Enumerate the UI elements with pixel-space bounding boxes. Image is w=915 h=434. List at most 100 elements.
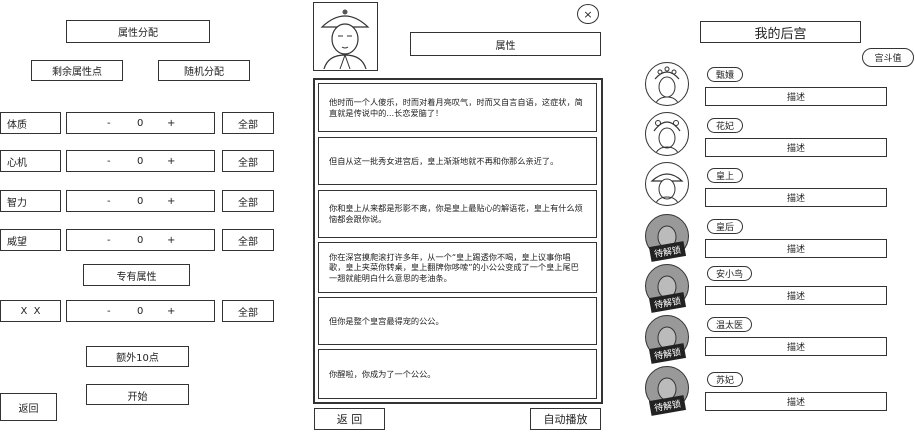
back-text: 返 回 [336, 413, 363, 426]
story-entry: 你醒啦，你成为了一个公公。 [318, 349, 597, 399]
character-avatar [645, 62, 689, 106]
decrement-button[interactable]: - [107, 195, 111, 207]
stat-name: 心机 [0, 150, 61, 172]
max-button[interactable]: 全部 [222, 229, 274, 251]
stat-name: 体质 [0, 112, 61, 134]
decrement-button[interactable]: - [107, 234, 111, 246]
special-attribute-title-text: 专有属性 [116, 271, 157, 283]
story-entry: 他时而一个人傻乐，时而对着月亮叹气，时而又自言自语，这症状，简直就是传说中的..… [318, 83, 597, 132]
back-button[interactable]: 返 回 [314, 408, 385, 430]
max-button[interactable]: 全部 [222, 190, 274, 212]
character-name: 安小鸟 [707, 266, 753, 281]
story-text: 他时而一个人傻乐，时而对着月亮叹气，时而又自言自语，这症状，简直就是传说中的..… [329, 96, 583, 118]
stat-stepper: - 0 + [66, 300, 215, 322]
decrement-button[interactable]: - [107, 117, 111, 129]
attributes-button[interactable]: 属性 [410, 32, 601, 56]
harem-title: 我的后宫 [700, 21, 861, 43]
story-text: 但自从这一批秀女进宫后，皇上渐渐地就不再和你那么亲近了。 [329, 155, 559, 166]
attributes-text: 属性 [495, 40, 516, 52]
harem-title-text: 我的后宫 [754, 26, 807, 42]
stat-stepper: - 0 + [66, 150, 215, 172]
story-text: 你和皇上从来都是形影不离，你是皇上最贴心的解语花，皇上有什么烦恼都会跟你说。 [329, 203, 583, 224]
story-entry: 你在深宫摸爬滚打许多年，从一个“皇上踢透你不喝，皇上议事你唱歌，皇上夹菜你转桌，… [318, 242, 597, 293]
max-button[interactable]: 全部 [222, 150, 274, 172]
story-entry: 但你是整个皇宫最得宠的公公。 [318, 297, 597, 345]
stat-value: 0 [137, 117, 144, 129]
random-assign-button[interactable]: 随机分配 [158, 60, 250, 81]
stat-stepper: - 0 + [66, 229, 215, 251]
stat-value: 0 [137, 305, 144, 317]
stat-name-text: 心机 [7, 157, 27, 169]
character-name: 花妃 [707, 118, 744, 133]
story-text: 但你是整个皇宫最得宠的公公。 [329, 315, 444, 326]
increment-button[interactable]: + [167, 155, 176, 167]
extra-points-text: 额外10点 [116, 353, 159, 364]
max-button[interactable]: 全部 [222, 112, 274, 134]
stat-value: 0 [137, 155, 144, 167]
consort-portrait-icon [653, 120, 681, 155]
extra-points-button[interactable]: 额外10点 [86, 346, 189, 367]
close-icon[interactable]: × [577, 4, 599, 24]
special-attribute-title: 专有属性 [83, 264, 190, 286]
story-entry: 但自从这一批秀女进宫后，皇上渐渐地就不再和你那么亲近了。 [318, 137, 597, 185]
stat-value: 0 [137, 195, 144, 207]
remaining-points-label: 剩余属性点 [31, 60, 123, 81]
character-name: 皇上 [707, 168, 744, 183]
character-description: 描述 [705, 87, 887, 106]
character-avatar [645, 112, 689, 156]
max-button-text: 全部 [238, 157, 258, 169]
character-name: 甄嬛 [707, 67, 744, 82]
character-description: 描述 [705, 138, 887, 157]
character-description: 描述 [705, 337, 887, 356]
player-portrait [313, 2, 378, 71]
story-log-frame [313, 78, 603, 404]
stat-stepper: - 0 + [66, 112, 215, 134]
max-button[interactable]: 全部 [222, 300, 274, 322]
max-button-text: 全部 [238, 236, 258, 248]
palace-value-badge[interactable]: 宫斗值 [862, 48, 914, 67]
stat-stepper: - 0 + [66, 190, 215, 212]
max-button-text: 全部 [238, 307, 258, 319]
stat-name-text: 威望 [7, 236, 27, 248]
story-text: 你醒啦，你成为了一个公公。 [329, 368, 436, 379]
remaining-points-text: 剩余属性点 [52, 67, 102, 78]
increment-button[interactable]: + [167, 195, 176, 207]
character-avatar [645, 162, 689, 206]
back-button-left[interactable]: 返回 [0, 393, 57, 421]
stat-name: X X [0, 300, 61, 322]
increment-button[interactable]: + [167, 117, 176, 129]
character-description: 描述 [705, 286, 887, 305]
stat-name-text: X X [20, 305, 41, 317]
story-text: 你在深宫摸爬滚打许多年，从一个“皇上踢透你不喝，皇上议事你唱歌，皇上夹菜你转桌，… [329, 251, 579, 283]
autoplay-text: 自动播放 [543, 413, 588, 426]
stat-name: 智力 [0, 190, 61, 212]
attribute-allocation-title: 属性分配 [66, 20, 210, 43]
story-entry: 你和皇上从来都是形影不离，你是皇上最贴心的解语花，皇上有什么烦恼都会跟你说。 [318, 190, 597, 238]
max-button-text: 全部 [238, 197, 258, 209]
increment-button[interactable]: + [167, 305, 176, 317]
palace-value-text: 宫斗值 [874, 54, 902, 64]
decrement-button[interactable]: - [107, 305, 111, 317]
start-button[interactable]: 开始 [86, 384, 189, 405]
stat-name-text: 智力 [7, 197, 27, 209]
emperor-portrait-icon [650, 173, 684, 205]
decrement-button[interactable]: - [107, 155, 111, 167]
close-glyph: × [583, 7, 593, 21]
character-description: 描述 [705, 188, 887, 207]
stat-value: 0 [137, 234, 144, 246]
max-button-text: 全部 [238, 119, 258, 131]
consort-portrait-icon [654, 66, 680, 105]
stat-name: 威望 [0, 229, 61, 251]
character-name: 苏妃 [707, 372, 744, 387]
start-text: 开始 [127, 392, 148, 403]
autoplay-button[interactable]: 自动播放 [530, 408, 601, 430]
character-description: 描述 [705, 392, 887, 411]
random-assign-text: 随机分配 [184, 67, 224, 78]
back-text: 返回 [18, 403, 39, 415]
character-name: 皇后 [707, 219, 744, 234]
character-name: 温太医 [707, 317, 753, 332]
increment-button[interactable]: + [167, 234, 176, 246]
character-description: 描述 [705, 239, 887, 258]
eunuch-portrait-icon [320, 9, 370, 70]
stat-name-text: 体质 [7, 119, 27, 131]
